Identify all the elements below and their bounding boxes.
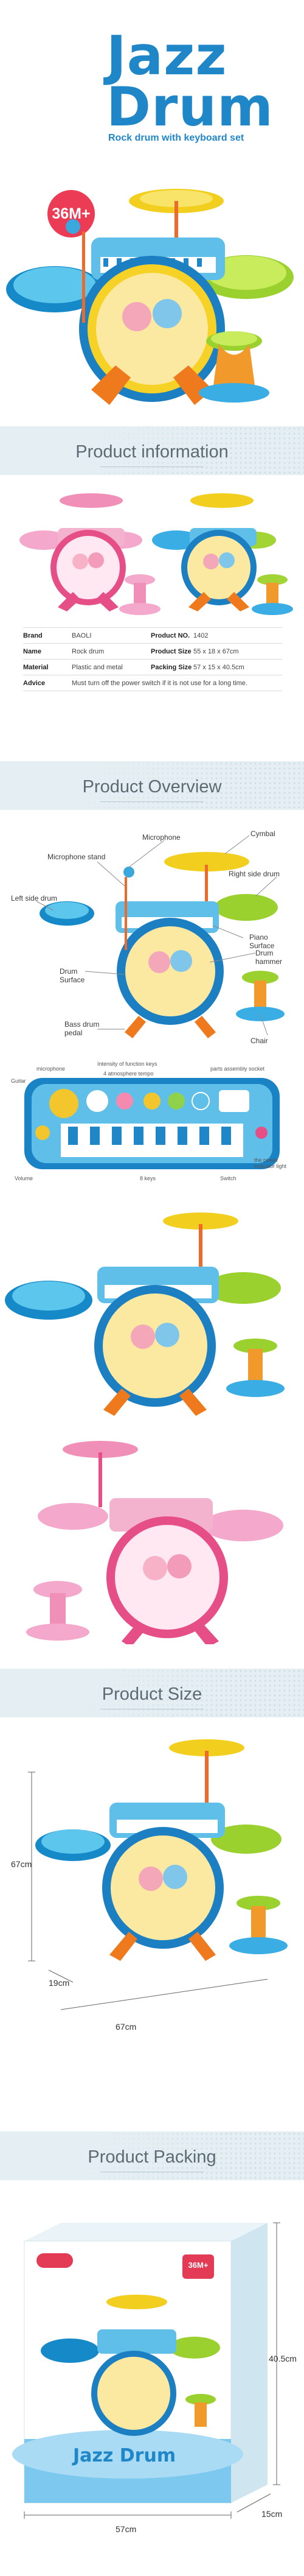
table-row: Brand BAOLI Product NO. 1402 <box>23 627 282 644</box>
info-key: Brand <box>23 632 43 639</box>
kb-label-guitar: Guitar <box>11 1078 26 1084</box>
label-cymbal: Cymbal <box>250 829 275 838</box>
hero-subtitle: Rock drum with keyboard set <box>108 133 244 143</box>
label-drum-surface: Drum Surface <box>60 967 85 984</box>
hero-title: Jazz Drum <box>106 24 274 138</box>
info-key: Packing Size <box>151 663 192 671</box>
blue-drum-set-illustration <box>5 1212 285 1416</box>
product-information-section: Product information <box>0 414 304 761</box>
section-band: Product Size <box>0 1669 304 1717</box>
kb-label-intensity: Intensity of function keys <box>97 1061 157 1067</box>
packing-width: 57cm <box>116 2524 137 2534</box>
label-chair: Chair <box>250 1036 268 1045</box>
label-drum-hammer: Drum hammer <box>255 949 283 966</box>
size-height: 67cm <box>11 1859 32 1869</box>
section-band: Product Packing <box>0 2131 304 2180</box>
label-bass-drum-pedal: Bass drum pedal <box>64 1020 100 1037</box>
info-key: Material <box>23 663 49 671</box>
box-title: Jazz Drum <box>73 2445 176 2466</box>
product-variants-illustration <box>19 493 293 615</box>
label-microphone-stand: Microphone stand <box>47 853 106 861</box>
hero-section: Jazz Drum Rock drum with keyboard set 36… <box>0 0 304 414</box>
info-key: Product Size <box>151 647 192 655</box>
box-age-badge: 36M+ <box>188 2261 209 2270</box>
info-key: Product NO. <box>151 632 190 639</box>
section-heading: Product information <box>75 442 229 462</box>
info-value: 1402 <box>193 632 209 639</box>
table-row: Material Plastic and metal Packing Size … <box>23 660 282 675</box>
table-row: Name Rock drum Product Size 55 x 18 x 67… <box>23 644 282 660</box>
hero-title-line2: Drum <box>106 76 274 138</box>
label-microphone: Microphone <box>142 833 181 842</box>
product-info-table: Brand BAOLI Product NO. 1402 Name Rock d… <box>23 627 282 691</box>
info-value: Plastic and metal <box>72 663 123 671</box>
table-row: Advice Must turn off the power switch if… <box>23 675 282 691</box>
info-value: BAOLI <box>72 632 92 639</box>
box-brand-badge <box>61 2256 97 2271</box>
section-heading: Product Packing <box>88 2147 216 2167</box>
kb-label-microphone: microphone <box>36 1066 66 1072</box>
hero-title-line1: Jazz <box>106 24 227 87</box>
size-depth: 19cm <box>49 1978 70 1988</box>
section-heading: Product Size <box>102 1684 202 1704</box>
section-band: Product information <box>0 426 304 475</box>
info-value: Rock drum <box>72 647 105 655</box>
packing-height: 40.5cm <box>269 2354 297 2363</box>
age-badge: 36M+ <box>47 190 95 238</box>
info-value: 55 x 18 x 67cm <box>193 647 239 655</box>
kb-label-parts-socket: parts assembly socket <box>210 1066 265 1072</box>
kb-label-power-light: the power indicator light <box>254 1157 287 1169</box>
labeled-drum-diagram <box>36 835 285 1038</box>
kb-label-switch: Switch <box>220 1175 237 1181</box>
label-left-side-drum: Left side drum <box>11 894 58 903</box>
kb-label-keys: 8 keys <box>140 1175 156 1181</box>
packing-box-illustration <box>12 2222 280 2519</box>
drum-set-hero-illustration <box>6 189 294 405</box>
product-overview-section: Product Overview <box>0 761 304 1644</box>
section-heading: Product Overview <box>82 777 222 797</box>
product-size-section: Product Size <box>0 1644 304 2119</box>
product-packing-section: Product Packing <box>0 2119 304 2576</box>
section-band: Product Overview <box>0 761 304 810</box>
kb-label-atmosphere: 4 atmosphere tempo <box>103 1071 154 1077</box>
pink-drum-set-illustration <box>26 1441 283 1644</box>
info-key: Name <box>23 647 41 655</box>
packing-depth: 15cm <box>261 2509 283 2519</box>
size-diagram-illustration <box>28 1739 288 2010</box>
keyboard-closeup-illustration <box>24 1078 280 1169</box>
kb-label-volume: Volume <box>15 1175 33 1181</box>
size-width: 67cm <box>116 2022 137 2032</box>
info-key: Advice <box>23 679 46 687</box>
label-piano-surface: Piano Surface <box>249 933 275 950</box>
label-right-side-drum: Right side drum <box>229 870 280 878</box>
info-value: Must turn off the power switch if it is … <box>72 679 247 687</box>
info-value: 57 x 15 x 40.5cm <box>193 663 244 671</box>
